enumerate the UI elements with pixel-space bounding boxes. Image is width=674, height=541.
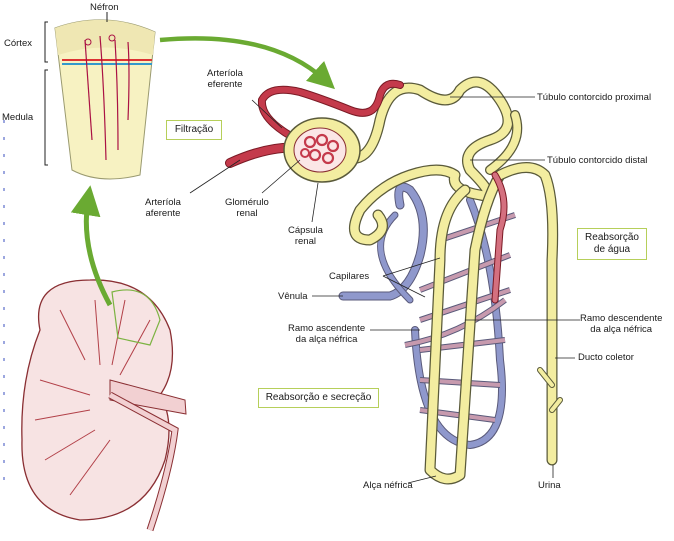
box-filtracao: Filtração xyxy=(166,120,222,140)
cortex-bracket xyxy=(45,22,48,62)
label-arteriola-aferente: Arteríola aferente xyxy=(145,197,181,219)
label-arteriola-eferente: Arteríola eferente xyxy=(207,68,243,90)
box-reabsorcao-agua-line2: de água xyxy=(583,244,641,256)
kidney-wedge xyxy=(55,20,155,179)
label-medula: Medula xyxy=(2,112,33,123)
label-ducto-coletor: Ducto coletor xyxy=(578,352,634,363)
label-urina: Urina xyxy=(538,480,561,491)
label-ramo-ascendente-line1: Ramo ascendente xyxy=(288,323,365,334)
label-arteriola-aferente-line1: Arteríola xyxy=(145,197,181,208)
box-reabsorcao-secrecao: Reabsorção e secreção xyxy=(258,388,379,408)
label-capsula-renal: Cápsula renal xyxy=(288,225,323,247)
label-alca-nefrica: Alça néfrica xyxy=(363,480,413,491)
label-capsula-line2: renal xyxy=(288,236,323,247)
label-arteriola-eferente-line1: Arteríola xyxy=(207,68,243,79)
box-reabsorcao-agua-line1: Reabsorção xyxy=(583,232,641,244)
label-tubulo-distal: Túbulo contorcido distal xyxy=(547,155,647,166)
label-ramo-ascendente: Ramo ascendente da alça néfrica xyxy=(288,323,365,345)
renal-corpuscle xyxy=(284,118,360,182)
label-capsula-line1: Cápsula xyxy=(288,225,323,236)
label-venula: Vênula xyxy=(278,291,308,302)
box-reabsorcao-agua: Reabsorção de água xyxy=(577,228,647,260)
label-arteriola-aferente-line2: aferente xyxy=(145,208,181,219)
label-cortex: Córtex xyxy=(4,38,32,49)
label-ramo-descendente: Ramo descendente da alça néfrica xyxy=(580,313,662,335)
label-ramo-descendente-line2: da alça néfrica xyxy=(580,324,662,335)
label-arteriola-eferente-line2: eferente xyxy=(207,79,243,90)
kidney-illustration xyxy=(22,280,186,530)
label-ramo-descendente-line1: Ramo descendente xyxy=(580,313,662,324)
label-ramo-ascendente-line2: da alça néfrica xyxy=(288,334,365,345)
label-glomerulo-line1: Glomérulo xyxy=(225,197,269,208)
medula-bracket xyxy=(45,70,48,165)
label-glomerulo-renal: Glomérulo renal xyxy=(225,197,269,219)
label-nefron: Néfron xyxy=(90,2,119,13)
label-glomerulo-line2: renal xyxy=(225,208,269,219)
label-capilares: Capilares xyxy=(329,271,369,282)
label-tubulo-proximal: Túbulo contorcido proximal xyxy=(537,92,651,103)
